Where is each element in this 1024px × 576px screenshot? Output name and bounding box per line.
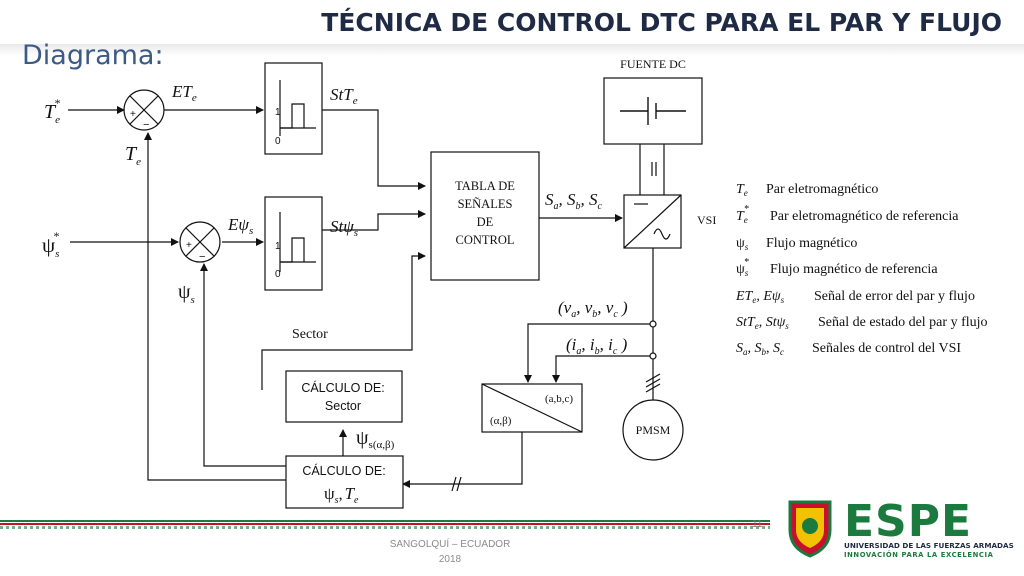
- slide-title: TÉCNICA DE CONTROL DTC PARA EL PAR Y FLU…: [321, 8, 1002, 37]
- vsi-block: [623, 194, 682, 249]
- switch-signals-symbol: Sa, Sb, Sc: [545, 190, 603, 212]
- stpsi-line: [322, 210, 426, 231]
- dc-source-label: FUENTE DC: [620, 57, 686, 71]
- torque-hysteresis-block: [264, 62, 323, 155]
- abc-alphabeta-transform: [481, 383, 583, 433]
- flux-hyst-one-label: 1: [275, 241, 281, 252]
- slide-subtitle: Diagrama:: [22, 40, 164, 71]
- flux-calc-symbol-psi: ψs,Te: [324, 484, 359, 506]
- voltage-symbol: (va, vb, vc ): [558, 298, 628, 320]
- psi-alphabeta-symbol: ψs(α,β): [356, 427, 395, 451]
- legend-text-states: Señal de estado del par y flujo: [818, 315, 988, 330]
- legend-symbol-psi-ref: ψs*: [736, 257, 749, 278]
- torque-hyst-one-label: 1: [275, 107, 281, 118]
- footer-stripe: [0, 520, 770, 529]
- sector-calc-line-2: Sector: [325, 399, 361, 413]
- alpha-beta-line: [402, 432, 523, 488]
- transform-out-label: (α,β): [490, 415, 512, 427]
- footer-year: 2018: [438, 554, 462, 565]
- te-symbol: Te: [125, 143, 141, 168]
- legend-text-switch: Señales de control del VSI: [812, 341, 961, 356]
- ete-symbol: ETe: [171, 82, 197, 104]
- flux-hysteresis-block: [264, 196, 323, 291]
- footer-city: SANGOLQUÍ – ECUADOR: [389, 539, 511, 550]
- svg-text:+: +: [186, 240, 192, 251]
- espe-crest-icon: [788, 500, 832, 558]
- te-ref-symbol: Te*: [44, 96, 60, 126]
- table-line-4: CONTROL: [455, 233, 514, 247]
- stte-line: [322, 109, 426, 190]
- stte-symbol: StTe: [330, 85, 358, 107]
- logo-motto: INNOVACIÓN PARA LA EXCELENCIA: [844, 550, 994, 559]
- svg-text:−: −: [199, 251, 205, 263]
- legend-symbol-psi: ψs: [736, 236, 749, 252]
- battery-icon: [620, 97, 686, 125]
- legend-symbol-te-ref: Te*: [736, 204, 749, 225]
- legend-text-te: Par eletromagnético: [766, 182, 878, 197]
- flux-hyst-zero-label: 0: [275, 269, 281, 280]
- sector-calc-line-1: CÁLCULO DE:: [301, 380, 384, 395]
- dc-source-block: [603, 77, 703, 145]
- flux-sum-junction: [179, 221, 221, 263]
- sector-line: [261, 252, 426, 390]
- current-symbol: (ia, ib, ic ): [566, 335, 628, 357]
- legend-text-te-ref: Par eletromagnético de referencia: [770, 209, 959, 224]
- control-table-block: [430, 151, 540, 281]
- psi-feedback-line: [200, 263, 286, 467]
- psi-ref-symbol: ψs*: [42, 229, 59, 260]
- legend-symbol-states: StTe, Stψs: [736, 315, 789, 331]
- legend-symbol-errors: ETe, Eψs: [735, 289, 785, 305]
- psi-symbol: ψs: [178, 281, 195, 306]
- torque-sum-junction: [123, 89, 165, 131]
- te-feedback-line: [144, 132, 286, 481]
- page-number: 11: [752, 519, 763, 530]
- svg-text:−: −: [143, 119, 149, 131]
- vsi-label: VSI: [697, 213, 716, 227]
- transform-in-label: (a,b,c): [545, 393, 573, 405]
- dtc-block-diagram: + − + − 1 0 1 0 TABLA DE SEÑALES DE CONT…: [42, 57, 988, 509]
- epsi-symbol: Eψs: [227, 215, 253, 237]
- sector-calc-block: [285, 370, 403, 423]
- legend-symbol-te: Te: [736, 182, 748, 198]
- torque-hyst-zero-label: 0: [275, 136, 281, 147]
- legend-symbol-switch: Sa, Sb, Sc: [736, 341, 784, 357]
- pmsm-label: PMSM: [636, 423, 671, 437]
- table-line-3: DE: [477, 215, 494, 229]
- legend-text-psi-ref: Flujo magnético de referencia: [770, 262, 938, 277]
- stpsi-symbol: Stψs: [330, 217, 358, 239]
- flux-calc-label: CÁLCULO DE:: [302, 463, 385, 478]
- table-line-2: SEÑALES: [458, 197, 513, 211]
- sector-label: Sector: [292, 327, 328, 342]
- pmsm-motor: [622, 399, 684, 461]
- legend-text-errors: Señal de error del par y flujo: [814, 289, 975, 304]
- current-measure-line: [552, 355, 653, 383]
- table-line-1: TABLA DE: [455, 179, 515, 193]
- title-underline: [0, 44, 1024, 56]
- logo-university-name: UNIVERSIDAD DE LAS FUERZAS ARMADAS: [844, 541, 1014, 550]
- flux-calc-block: [285, 455, 404, 509]
- footer-location: SANGOLQUÍ – ECUADOR 2018: [360, 537, 540, 567]
- symbol-legend: Te Par eletromagnético Te* Par eletromag…: [735, 182, 988, 357]
- voltage-measure-line: [524, 323, 653, 383]
- svg-text:+: +: [130, 109, 136, 120]
- espe-wordmark: ESPE: [844, 496, 972, 547]
- legend-text-psi: Flujo magnético: [766, 236, 857, 251]
- espe-logo: ESPE UNIVERSIDAD DE LAS FUERZAS ARMADAS …: [788, 496, 1014, 559]
